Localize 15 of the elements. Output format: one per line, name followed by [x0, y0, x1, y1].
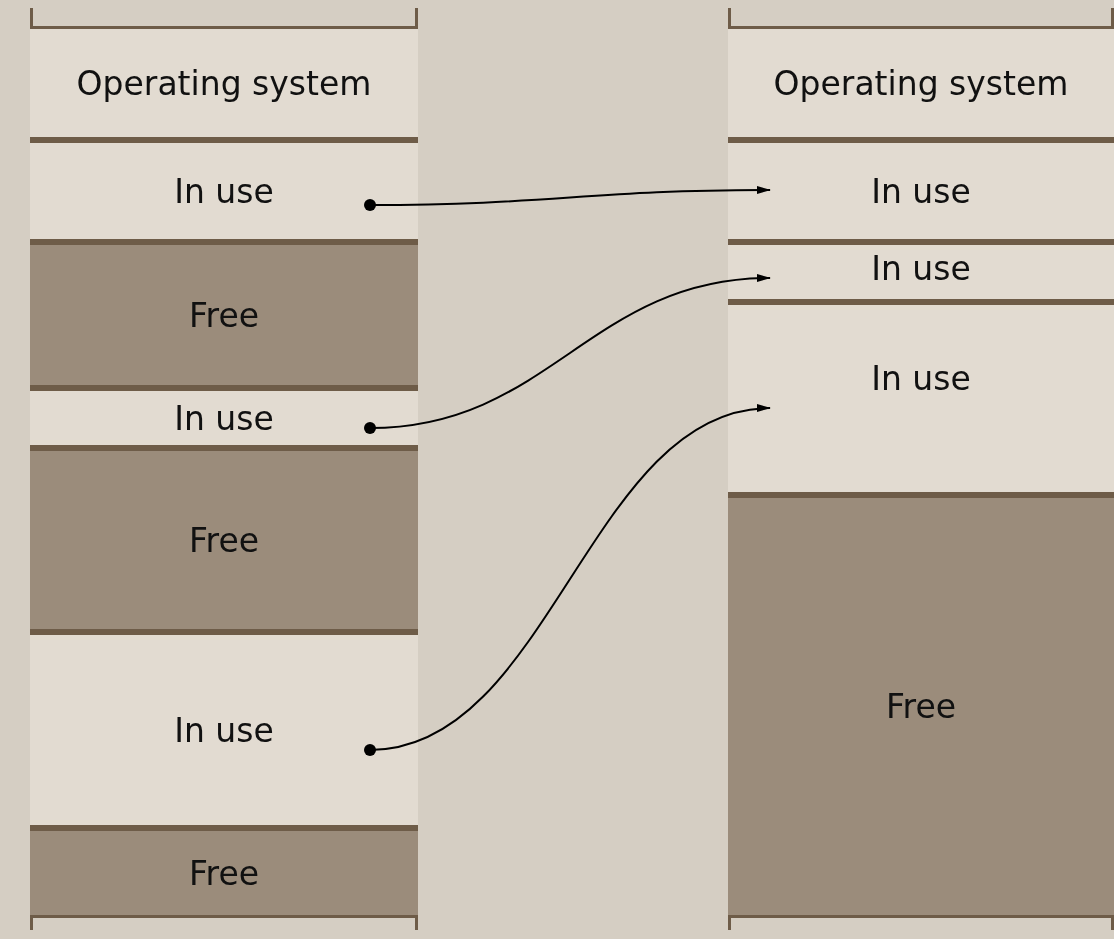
memory-block: In use [30, 388, 418, 448]
memory-block: In use [30, 632, 418, 828]
memory-block: In use [30, 140, 418, 242]
memory-block: In use [728, 140, 1114, 242]
memory-block: Free [30, 828, 418, 918]
memory-block: Operating system [728, 26, 1114, 140]
memory-block: Free [728, 495, 1114, 918]
arrow [364, 406, 771, 756]
memory-block: Operating system [30, 26, 418, 140]
memory-block: In use [728, 302, 1114, 495]
memory-block: In use [728, 242, 1114, 302]
memory-block: Free [30, 448, 418, 632]
arrow [364, 186, 771, 211]
arrow [364, 274, 771, 434]
memory-block: Free [30, 242, 418, 388]
